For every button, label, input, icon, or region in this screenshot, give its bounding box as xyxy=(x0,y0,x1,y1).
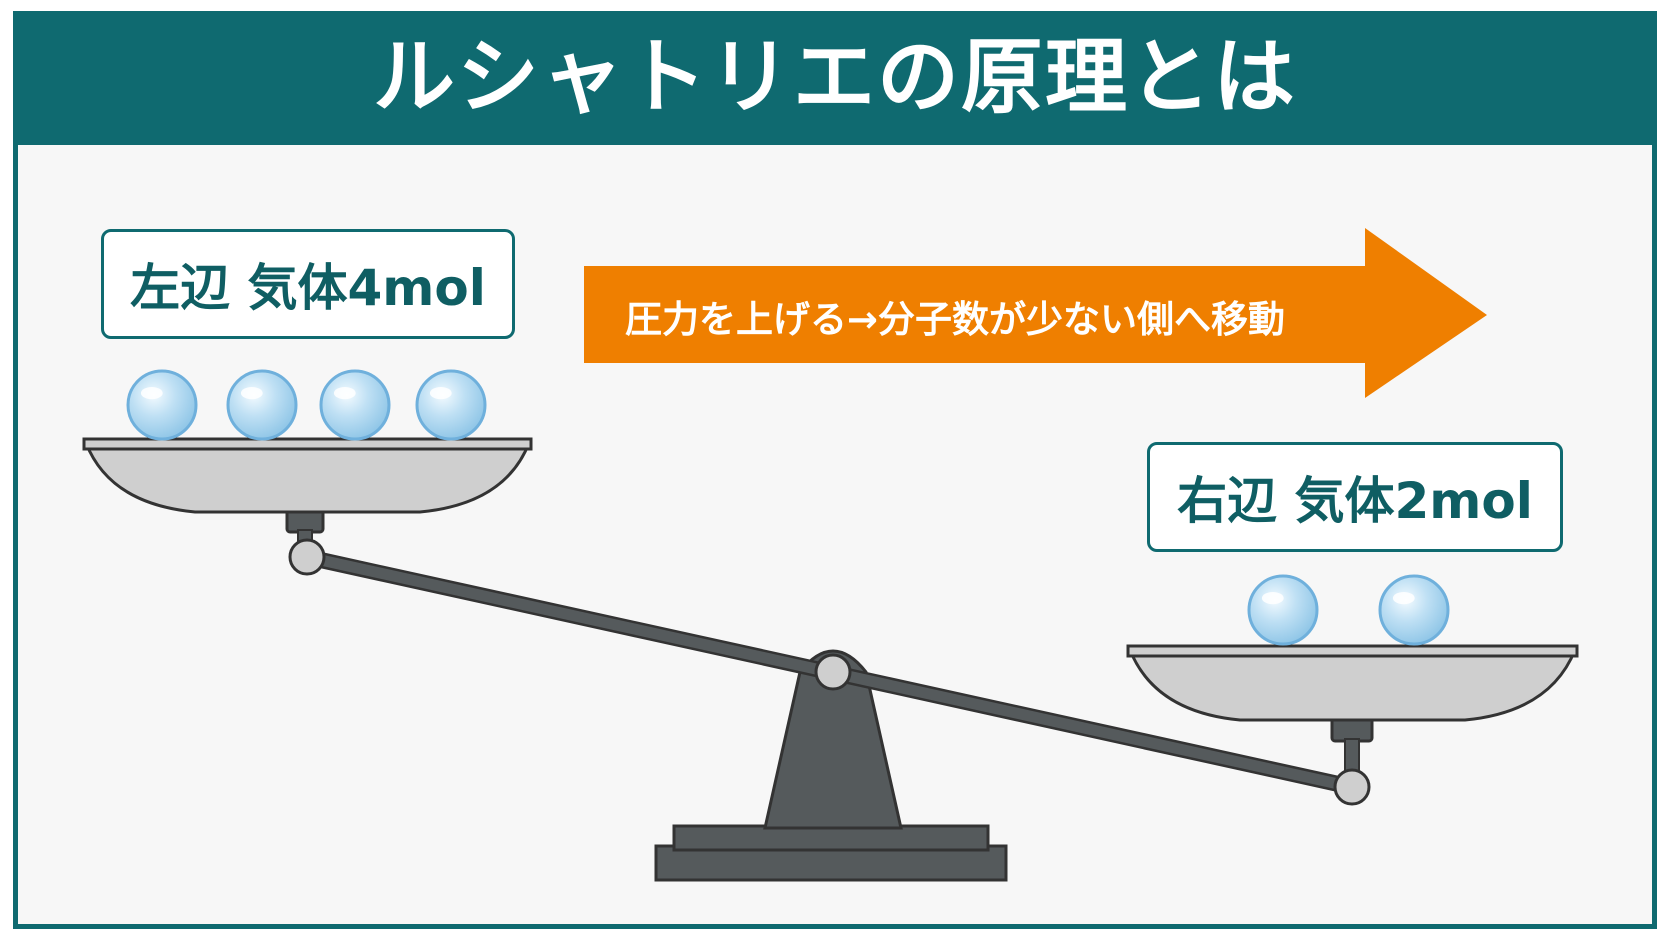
molecule-highlight xyxy=(240,386,263,400)
molecule-highlight xyxy=(333,386,356,400)
molecule-highlight xyxy=(1392,591,1415,605)
gas-molecule xyxy=(319,369,391,441)
pivot-bolt xyxy=(814,653,852,691)
left-pan xyxy=(82,437,533,576)
arrow-caption: 圧力を上げる→分子数が少ない側へ移動 xyxy=(625,298,1286,341)
scale-base xyxy=(654,824,1008,882)
gas-molecule xyxy=(226,369,298,441)
molecule-highlight xyxy=(1261,591,1284,605)
page-title: ルシャトリエの原理とは xyxy=(372,30,1297,125)
molecule-highlight xyxy=(429,386,452,400)
left-side-label: 左辺 気体4mol xyxy=(101,229,515,339)
molecule-highlight xyxy=(140,386,163,400)
left-side-label-text: 左辺 気体4mol xyxy=(130,259,486,317)
direction-arrow xyxy=(584,228,1487,398)
right-pan xyxy=(1126,644,1579,806)
right-molecules xyxy=(1247,574,1450,646)
gas-molecule xyxy=(1378,574,1450,646)
direction-arrow-shape xyxy=(584,228,1487,398)
right-side-label-text: 右辺 気体2mol xyxy=(1177,472,1533,530)
gas-molecule xyxy=(126,369,198,441)
gas-molecule xyxy=(1247,574,1319,646)
title-bar: ルシャトリエの原理とは xyxy=(13,11,1657,145)
right-side-label: 右辺 気体2mol xyxy=(1147,442,1563,552)
left-molecules xyxy=(126,369,487,441)
gas-molecule xyxy=(415,369,487,441)
